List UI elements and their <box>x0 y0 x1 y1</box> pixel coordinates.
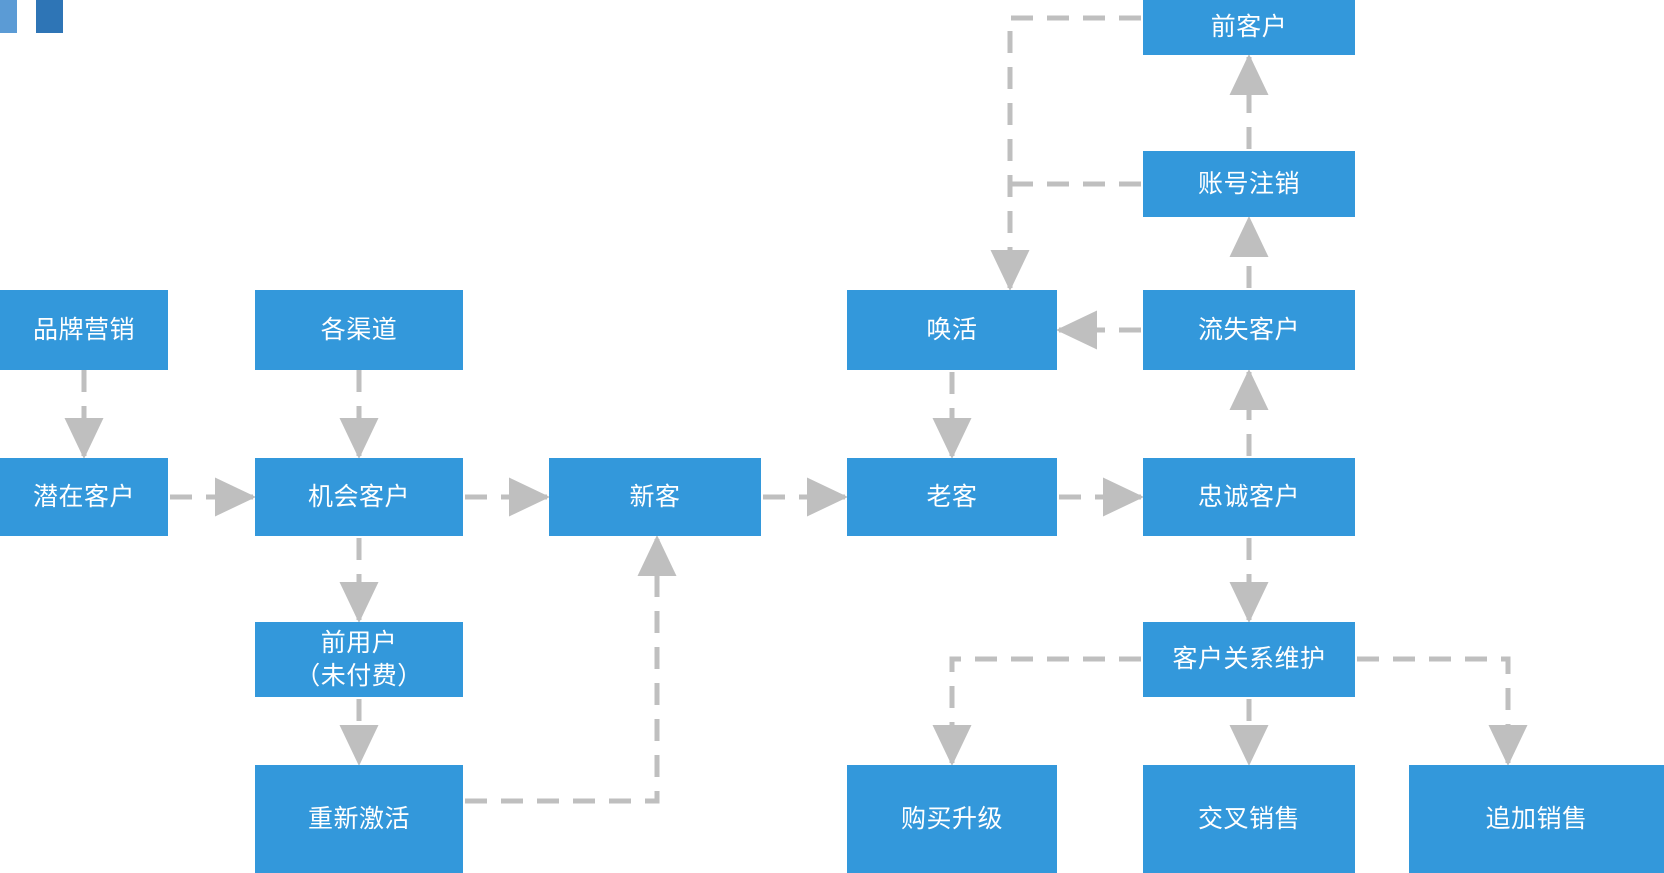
node-account-cancellation[interactable]: 账号注销 <box>1143 151 1355 217</box>
node-brand-marketing[interactable]: 品牌营销 <box>0 290 168 370</box>
node-cross-sell[interactable]: 交叉销售 <box>1143 765 1355 873</box>
connector-crm-to-purchase-upgrade <box>932 656 1141 767</box>
node-existing-customer[interactable]: 老客 <box>847 458 1057 536</box>
node-former-user-unpaid[interactable]: 前用户 （未付费） <box>255 622 463 697</box>
node-reactivate[interactable]: 重新激活 <box>255 765 463 873</box>
connector-reactivate-to-new <box>465 534 677 804</box>
accent-bar-light <box>0 0 17 33</box>
accent-bar-dark <box>36 0 63 33</box>
node-potential-customer[interactable]: 潜在客户 <box>0 458 168 536</box>
node-new-customer[interactable]: 新客 <box>549 458 761 536</box>
node-up-sell[interactable]: 追加销售 <box>1409 765 1664 873</box>
node-channels[interactable]: 各渠道 <box>255 290 463 370</box>
node-reactivation[interactable]: 唤活 <box>847 290 1057 370</box>
node-opportunity-customer[interactable]: 机会客户 <box>255 458 463 536</box>
connector-former-branch-to-reactivation <box>990 15 1141 292</box>
node-purchase-upgrade[interactable]: 购买升级 <box>847 765 1057 873</box>
node-crm-maintenance[interactable]: 客户关系维护 <box>1143 622 1355 697</box>
node-loyal-customer[interactable]: 忠诚客户 <box>1143 458 1355 536</box>
node-churned-customer[interactable]: 流失客户 <box>1143 290 1355 370</box>
node-former-customer[interactable]: 前客户 <box>1143 0 1355 55</box>
connector-crm-to-upsell <box>1357 656 1528 767</box>
